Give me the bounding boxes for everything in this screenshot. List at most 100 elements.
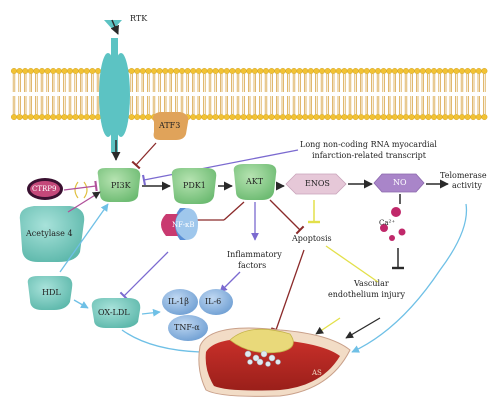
lipid-head [72,113,79,120]
lipid-head [10,113,17,120]
lipid-head [246,67,253,74]
lipid-head [419,67,426,74]
lipid-head [375,113,382,120]
lipid-head [436,67,443,74]
lipid-head [403,67,410,74]
lipid-head [324,67,331,74]
lipid-head [89,67,96,74]
lipid-head [464,67,471,74]
lipid-head [285,67,292,74]
lipid-head [375,67,382,74]
no-node [373,173,425,193]
lipid-head [414,67,421,74]
lipid-head [475,67,482,74]
lipid-head [436,113,443,120]
lipid-head [268,67,275,74]
lipid-head [447,113,454,120]
akt-label: AKT [246,177,264,186]
nfkb-inhibit-oxldl [119,251,169,301]
lipid-head [470,67,477,74]
lipid-head [397,67,404,74]
lipid-head [184,67,191,74]
lipid-head [190,113,197,120]
lipid-head [313,67,320,74]
blood-vessel-plaque [198,327,351,397]
lipid-head [397,113,404,120]
lipid-head [206,67,213,74]
lipid-head [55,113,62,120]
lipid-head [263,67,270,74]
lipid-head [246,113,253,120]
atf3-node [152,112,189,140]
lipid-head [279,113,286,120]
lipid-head [78,67,85,74]
acetylase-to-pi3k-arrow [67,191,101,213]
hdl-to-pi3k-arrow [59,203,109,273]
il1b-label: IL-1β [168,297,189,306]
telomerase-label-line2: activity [452,181,482,190]
lipid-head [285,113,292,120]
lipid-head [403,113,410,120]
apoptosis-inhibit-as [270,249,305,333]
lipid-head [313,113,320,120]
lipid-head [39,67,46,74]
lipid-head [61,113,68,120]
lipid-head [167,67,174,74]
lipid-head [66,113,73,120]
lipid-head [391,67,398,74]
lipid-head [251,67,258,74]
apoptosis-to-injury-line [325,245,379,283]
lipid-head [330,67,337,74]
lipid-head [240,67,247,74]
lipid-head [391,113,398,120]
lipid-head [190,67,197,74]
lipid-head [61,67,68,74]
injury-to-as-dark-arrow [345,317,381,339]
lipid-head [229,67,236,74]
lnc-inhibit-pi3k [141,149,299,186]
oxldl-node [91,298,141,328]
lipid-head [425,113,432,120]
lipid-head [94,113,101,120]
acetylase-label: Acetylase 4 [26,229,73,238]
lipid-head [178,67,185,74]
lipid-head [156,67,163,74]
lipid-head [212,113,219,120]
lipid-head [386,113,393,120]
lipid-head [223,113,230,120]
telomerase-label-line1: Telomerase [440,171,487,180]
lipid-head [447,67,454,74]
lipid-head [234,67,241,74]
lipid-head [145,67,152,74]
lipid-head [162,67,169,74]
lipid-head [363,113,370,120]
lipid-head [319,67,326,74]
lipid-head [470,113,477,120]
ctrp9-label: CTRP9 [32,185,57,193]
lipid-head [369,113,376,120]
gene-helix-icon [74,181,88,199]
lipid-head [33,67,40,74]
lipid-head [195,113,202,120]
lipid-head [268,113,275,120]
tnfa-node [168,315,208,341]
lipid-head [10,67,17,74]
lipid-head [330,113,337,120]
pi3k-node [97,168,141,202]
lipid-head [145,113,152,120]
lipid-head [453,67,460,74]
lipid-head [134,67,141,74]
nfkb-node [161,208,198,240]
lipid-head [240,113,247,120]
lipid-head [363,67,370,74]
lipid-head [173,67,180,74]
lipid-head [414,113,421,120]
lipid-head [352,67,359,74]
lipid-head [223,67,230,74]
lipid-head [358,67,365,74]
lipid-head [212,67,219,74]
lipid-head [44,113,51,120]
lipid-head [128,113,135,120]
oxldl-label: OX-LDL [98,308,130,317]
